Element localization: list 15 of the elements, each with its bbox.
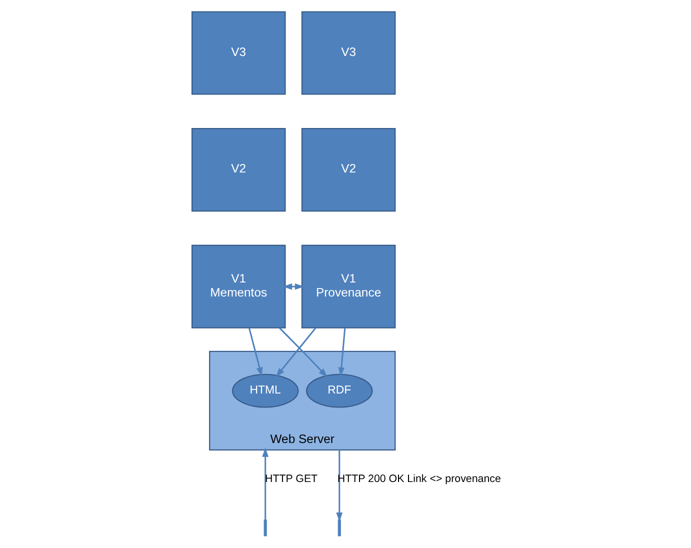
arrow [276, 327, 316, 378]
node-ellipse: RDF [306, 374, 373, 408]
arrow [336, 450, 343, 522]
node-box: V2 [301, 128, 396, 212]
arrow [278, 327, 328, 378]
node-box: V1 Provenance [301, 244, 396, 328]
node-ellipse: HTML [232, 374, 299, 408]
node-box: V1 Mementos [191, 244, 286, 328]
arrow [262, 448, 269, 520]
arrow [338, 328, 346, 377]
arrow [282, 283, 304, 290]
node-box: V2 [191, 128, 286, 212]
arrow [248, 328, 263, 377]
node-box: V3 [191, 11, 286, 95]
node-box: V3 [301, 11, 396, 95]
